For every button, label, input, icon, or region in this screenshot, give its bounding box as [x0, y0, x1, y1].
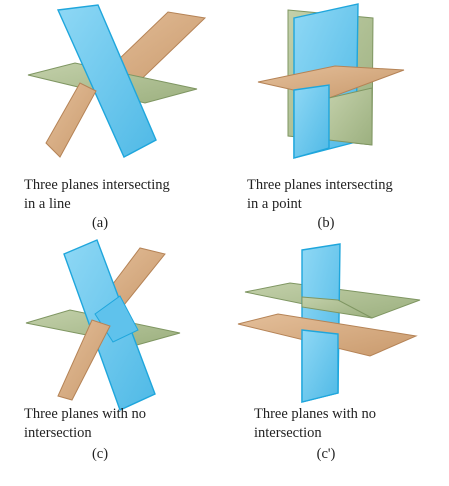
caption-a-line-2: in a line: [24, 196, 71, 212]
label-c: (c): [91, 446, 109, 462]
caption-c-line-2: intersection: [24, 425, 92, 441]
label-c-prime: (c'): [316, 446, 336, 462]
tan-plane-front: [57, 319, 111, 401]
caption-b-line-1: Three planes intersecting: [247, 177, 393, 193]
tan-horizontal-plane: [257, 65, 405, 99]
caption-b: Three planes intersecting in a point: [247, 176, 393, 214]
panel-c-diagram: [25, 239, 181, 411]
panel-c-prime-diagram: [237, 243, 421, 403]
green-vertical-plane-front: [328, 87, 373, 146]
caption-c: Three planes with no intersection: [24, 405, 146, 443]
caption-c-prime: Three planes with no intersection: [254, 405, 376, 443]
blue-vertical-plane-front: [301, 329, 339, 403]
caption-c-line-1: Three planes with no: [24, 406, 147, 422]
caption-c-prime-line-2: intersection: [254, 425, 322, 441]
caption-b-line-2: in a point: [247, 196, 302, 212]
label-b: (b): [317, 215, 335, 231]
green-horizontal-plane-front: [301, 296, 373, 319]
caption-c-prime-line-1: Three planes with no: [254, 406, 377, 422]
tan-plane-front: [45, 82, 97, 158]
panel-b-diagram: [257, 3, 405, 159]
label-a: (a): [91, 215, 109, 231]
caption-a: Three planes intersecting in a line: [24, 176, 170, 214]
blue-plane: [56, 4, 157, 158]
caption-a-line-1: Three planes intersecting: [24, 177, 170, 193]
blue-vertical-plane-front: [293, 84, 330, 159]
panel-a-diagram: [27, 4, 207, 158]
